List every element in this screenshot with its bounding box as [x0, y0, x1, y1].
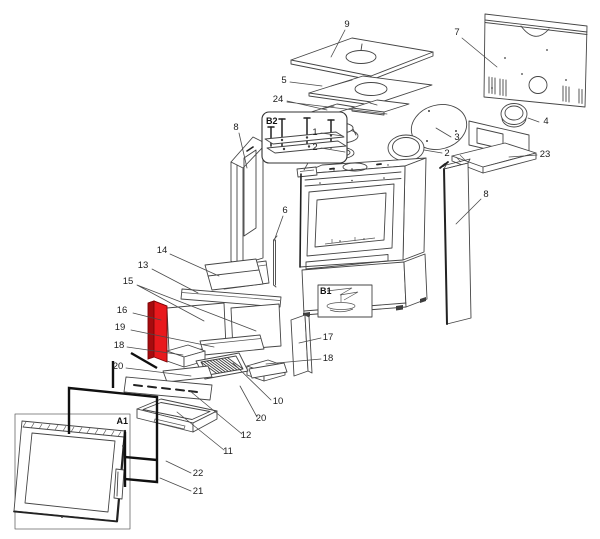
callout-6: 6 [282, 205, 287, 216]
callout-2-right: 2 [444, 148, 449, 159]
callout-8-right: 8 [483, 189, 488, 200]
callout-20-right: 20 [256, 413, 267, 424]
part-side-panel-8-left [230, 136, 264, 267]
callout-8-left: 8 [233, 122, 238, 133]
part-side-panel-8-right [439, 158, 472, 325]
callout-16: 16 [117, 305, 128, 316]
leader-lines [125, 29, 540, 492]
callout-15: 15 [123, 276, 134, 287]
callout-17: 17 [323, 332, 334, 343]
callout-18-right: 18 [323, 353, 334, 364]
callout-labels: 9 7 5 24 8 1 2 3 2 4 23 6 8 14 13 15 16 … [113, 19, 551, 497]
callout-2-left: 2 [312, 142, 317, 153]
part-strip-20-right [248, 362, 288, 379]
callout-5: 5 [281, 75, 286, 86]
callout-7: 7 [454, 27, 459, 38]
callout-24: 24 [273, 94, 284, 105]
part-slotted-rail-12 [123, 376, 213, 401]
part-side-liner-17 [290, 314, 313, 377]
part-top-plate-9 [290, 37, 434, 81]
label-b1: B1 [320, 286, 332, 296]
part-trim-ring-2-right [387, 134, 425, 162]
callout-1: 1 [312, 127, 317, 138]
part-door-seals-21-22 [67, 351, 159, 487]
callout-19: 19 [115, 322, 126, 333]
detail-box-a1 [14, 413, 131, 530]
part-stove-body [296, 157, 427, 270]
callout-3: 3 [454, 132, 459, 143]
part-blanking-plate-3 [410, 104, 468, 150]
callout-11: 11 [223, 446, 233, 457]
part-door-a1 [13, 420, 127, 523]
part-baffle-plate-14 [204, 258, 264, 291]
part-ash-pan-11 [136, 398, 218, 433]
callout-21: 21 [193, 486, 204, 497]
part-flue-collar-4 [500, 103, 528, 128]
label-a1: A1 [116, 416, 128, 426]
callout-10: 10 [273, 396, 284, 407]
part-back-panel-7 [483, 13, 588, 108]
part-inner-top-plate-5 [308, 75, 433, 107]
callout-14: 14 [157, 245, 168, 256]
callout-18-left: 18 [114, 340, 125, 351]
detail-box-b1 [317, 284, 373, 318]
callout-13: 13 [138, 260, 149, 271]
part-back-lining-15 [166, 302, 282, 353]
part-strip-20-left [162, 365, 213, 383]
callout-23: 23 [540, 149, 551, 160]
callout-22: 22 [193, 468, 204, 479]
callout-9: 9 [344, 19, 349, 30]
callout-4: 4 [543, 116, 548, 127]
label-b2: B2 [266, 116, 278, 126]
callout-12: 12 [241, 430, 252, 441]
part-side-liner-16-highlighted[interactable] [147, 300, 168, 363]
part-operating-rod-6 [273, 235, 278, 288]
part-bracket-shelf-23 [451, 120, 537, 174]
callout-20-left: 20 [113, 361, 124, 372]
detail-box-b2 [261, 111, 348, 171]
